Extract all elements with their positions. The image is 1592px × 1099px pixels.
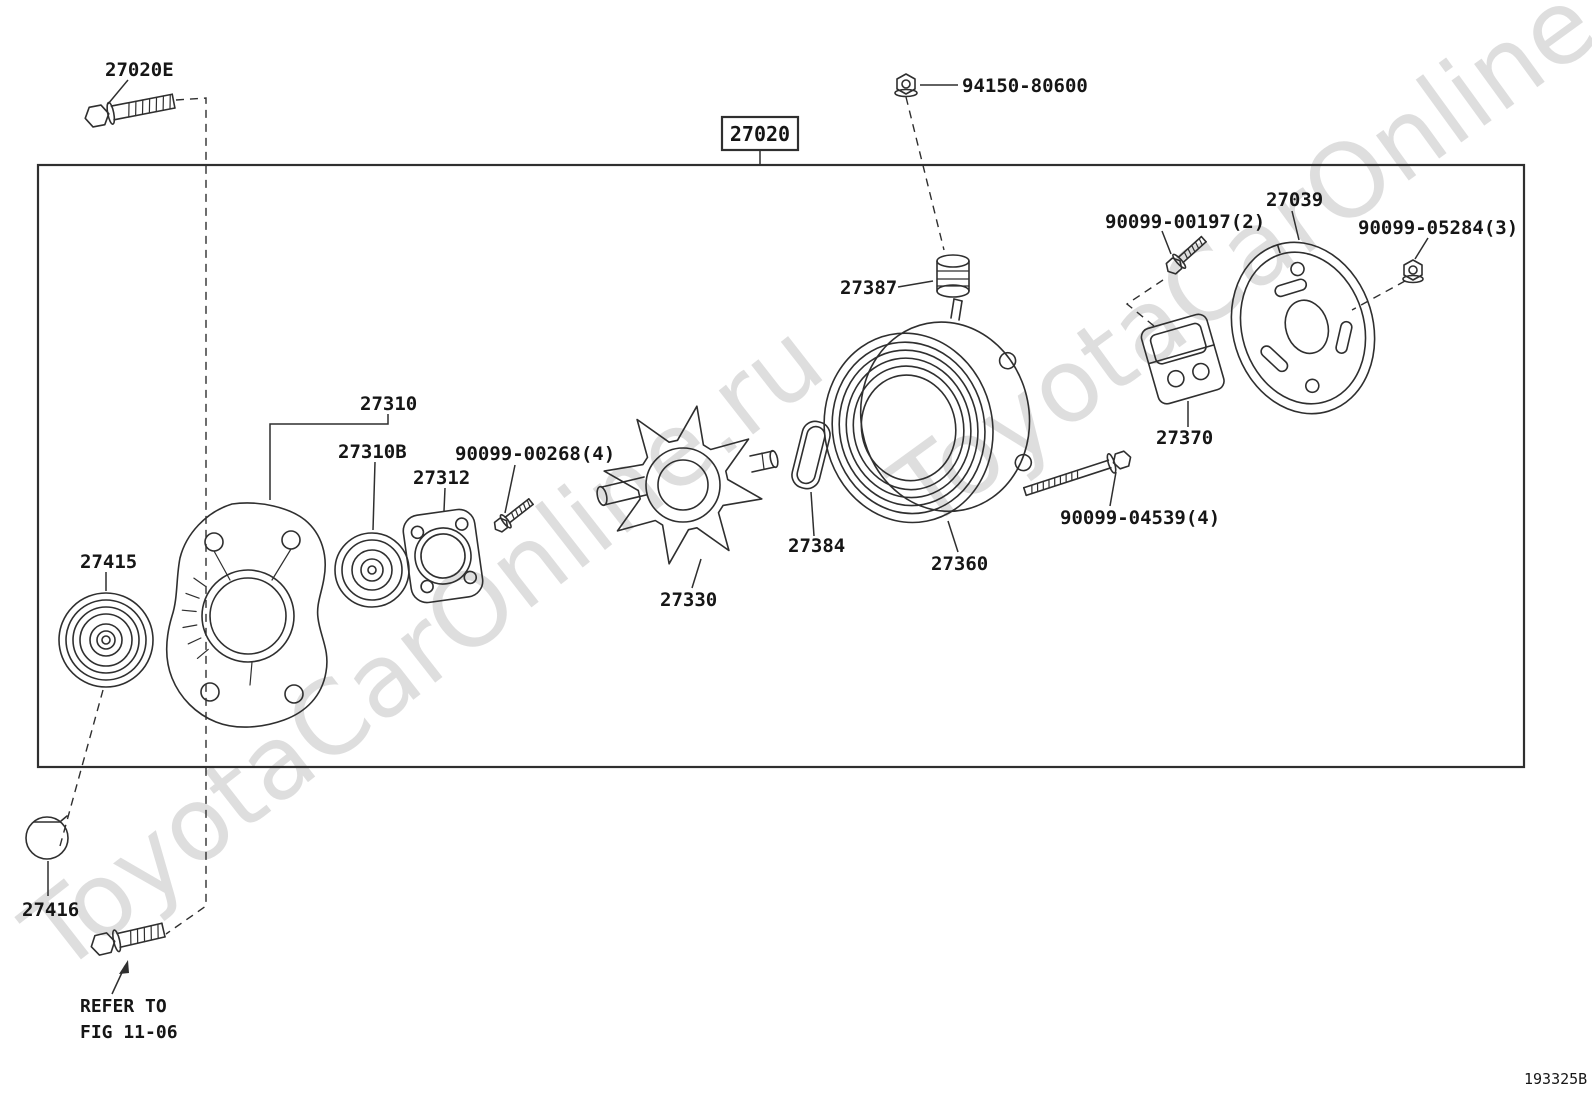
part-labels: 27020E 94150-80600 27387 90099-00197(2) … xyxy=(22,59,1518,921)
nut-90099-05284-drawing xyxy=(1402,259,1424,284)
refer-note-line1: REFER TO xyxy=(80,996,167,1017)
bolt-refer-fig-drawing xyxy=(90,922,166,956)
part-label-27310b: 27310B xyxy=(338,441,407,463)
part-label-90099-05284: 90099-05284(3) xyxy=(1358,217,1518,239)
front-bracket-27310-drawing xyxy=(165,502,328,728)
part-label-27039: 27039 xyxy=(1266,189,1323,211)
part-label-27384: 27384 xyxy=(788,535,845,557)
rear-cover-27039-drawing xyxy=(1230,241,1376,415)
part-label-27020: 27020 xyxy=(730,122,790,146)
arrowhead xyxy=(119,960,129,974)
assembly-dashed-lines xyxy=(59,96,1406,935)
part-label-27387: 27387 xyxy=(840,277,897,299)
part-label-27415: 27415 xyxy=(80,551,137,573)
bearing-27310b-drawing xyxy=(334,532,410,608)
refer-note-line2: FIG 11-06 xyxy=(80,1022,178,1043)
screw-90099-00268-drawing xyxy=(493,498,534,533)
part-label-27360: 27360 xyxy=(931,553,988,575)
part-label-27312: 27312 xyxy=(413,467,470,489)
cap-27416-drawing xyxy=(25,815,69,860)
through-bolt-90099-04539-drawing xyxy=(1022,450,1132,497)
insulator-27387-drawing xyxy=(936,254,970,298)
part-label-90099-00268: 90099-00268(4) xyxy=(455,443,615,465)
rotor-27330-drawing xyxy=(596,405,779,565)
leader-lines xyxy=(47,79,1429,995)
part-label-27330: 27330 xyxy=(660,589,717,611)
retainer-27312-drawing xyxy=(402,508,484,604)
bolt-90099-00197-drawing xyxy=(1165,235,1207,275)
regulator-27370-drawing xyxy=(1140,313,1225,405)
watermark-text: ToyotaCarOnline.ru xyxy=(2,300,845,995)
part-label-94150-80600: 94150-80600 xyxy=(962,75,1088,97)
part-label-27020e: 27020E xyxy=(105,59,174,81)
part-label-90099-04539: 90099-04539(4) xyxy=(1060,507,1220,529)
nut-94150-drawing xyxy=(894,73,918,98)
stator-27360-drawing xyxy=(823,321,1033,524)
part-label-27370: 27370 xyxy=(1156,427,1213,449)
main-assembly-callout: 27020 xyxy=(720,115,800,152)
part-label-27416: 27416 xyxy=(22,899,79,921)
pulley-27415-drawing xyxy=(58,592,154,688)
drawing-number: 193325B xyxy=(1524,1070,1587,1088)
notes: REFER TO FIG 11-06 193325B xyxy=(80,996,1587,1088)
diagram-frame xyxy=(36,163,1526,769)
main-assembly-label-box xyxy=(720,115,800,152)
stator-terminal-drawing xyxy=(950,298,963,321)
bolt-27020e-drawing xyxy=(84,93,176,128)
part-label-90099-00197: 90099-00197(2) xyxy=(1105,211,1265,233)
part-label-27310: 27310 xyxy=(360,393,417,415)
seal-27384-drawing xyxy=(791,420,831,490)
